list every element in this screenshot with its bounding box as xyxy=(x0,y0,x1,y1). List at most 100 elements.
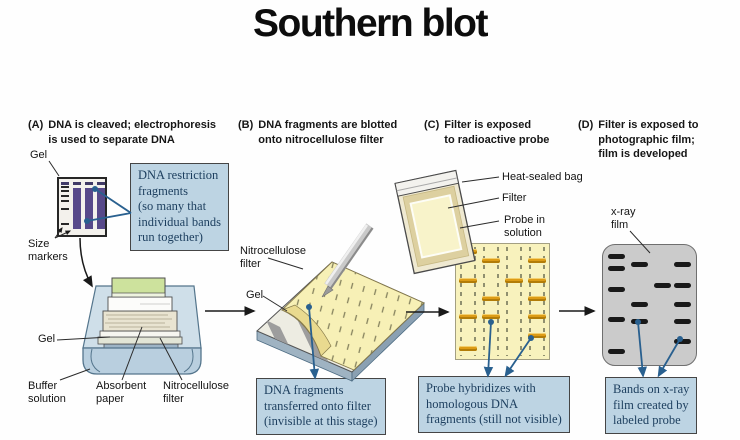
probe-band xyxy=(527,296,546,302)
size-marker-band xyxy=(61,194,69,197)
label-absorbent: Absorbent paper xyxy=(96,380,147,406)
filter-dash-texture xyxy=(282,262,424,370)
film-band xyxy=(674,318,692,324)
tray-curve-right xyxy=(183,348,194,373)
label-gel-b: Gel xyxy=(246,289,264,301)
gel-a-box xyxy=(57,177,107,237)
size-marker-band xyxy=(61,208,69,211)
gel-slab-top xyxy=(256,261,425,373)
probe-band xyxy=(527,314,546,320)
probe-band xyxy=(482,258,501,264)
size-marker-band xyxy=(61,186,69,189)
label-gel-a: Gel xyxy=(30,149,48,161)
c-filter xyxy=(455,243,550,360)
probe-band xyxy=(527,332,546,338)
label-gel-stack: Gel xyxy=(38,333,56,345)
label-nitro-a: Nitrocellulose filter xyxy=(163,380,230,406)
absorbent-paper-stack xyxy=(102,310,178,332)
film-band xyxy=(674,339,692,344)
buffer-tray-front xyxy=(82,347,202,375)
well-cap xyxy=(73,182,81,185)
probe-band xyxy=(527,258,546,264)
film-band xyxy=(654,282,672,288)
slab-side-left xyxy=(256,330,353,382)
label-filter-c: Filter xyxy=(502,192,527,204)
nitrocellulose-layer xyxy=(99,330,181,338)
gel-slab-layer xyxy=(97,336,183,345)
panel-d-heading: (D) Filter is exposed to photographic fi… xyxy=(578,118,699,162)
panel-c-heading-text: Filter is exposed to radioactive probe xyxy=(444,119,550,146)
film-band xyxy=(630,262,648,268)
panel-a-heading-text: DNA is cleaved; electrophoresis is used … xyxy=(48,119,216,146)
probe-band xyxy=(482,314,501,320)
weight-block xyxy=(111,277,166,298)
well-cap xyxy=(61,182,69,185)
slab-side-right xyxy=(351,302,425,382)
filter-curl xyxy=(281,304,332,357)
arrow-gel-to-apparatus xyxy=(79,237,93,288)
blotting-apparatus xyxy=(82,277,202,375)
panel-b-heading: (B) DNA fragments are blotted onto nitro… xyxy=(238,118,397,147)
support-platform xyxy=(103,343,179,355)
label-buffer: Buffer solution xyxy=(28,380,66,406)
size-marker-band xyxy=(61,190,69,193)
callout-bands-on-film: Bands on x-ray film created by labeled p… xyxy=(605,377,698,434)
film-band xyxy=(607,287,625,293)
probe-band xyxy=(459,314,478,320)
dna-smear-lane xyxy=(97,188,105,229)
tray-curve-left xyxy=(90,348,101,373)
film-band xyxy=(674,262,692,268)
callout-restriction-fragments: DNA restriction fragments (so many that … xyxy=(130,163,229,251)
probe-band xyxy=(527,277,546,283)
callout-probe-hybridizes: Probe hybridizes with homologous DNA fra… xyxy=(418,376,570,433)
film-band xyxy=(607,253,625,259)
label-probe-solution: Probe in solution xyxy=(504,214,545,240)
size-marker-band xyxy=(61,222,69,225)
d-film xyxy=(602,244,697,366)
lane-dashes xyxy=(528,247,531,356)
dna-smear-lane xyxy=(73,188,81,229)
film-band xyxy=(607,317,625,323)
lane-dashes xyxy=(483,247,486,356)
probe-band xyxy=(482,296,501,302)
lane-dashes xyxy=(542,247,545,356)
lane-dashes xyxy=(460,247,463,356)
film-band xyxy=(607,348,625,354)
label-xray-film: x-ray film xyxy=(611,206,636,232)
paper-pad xyxy=(107,296,173,312)
nitrocellulose-filter-sheet xyxy=(281,261,425,371)
film-band xyxy=(674,282,692,288)
label-size-markers: Size markers xyxy=(28,238,68,264)
panel-a-heading: (A) DNA is cleaved; electrophoresis is u… xyxy=(28,118,216,147)
probe-band xyxy=(504,277,523,283)
figure-title: Southern blot xyxy=(253,2,488,45)
panel-b-tag: (B) xyxy=(238,119,254,131)
well-cap xyxy=(85,182,93,185)
label-nitro-b: Nitrocellulose filter xyxy=(240,245,307,271)
panel-c-tag: (C) xyxy=(424,119,440,131)
film-band xyxy=(630,318,648,324)
callout-transferred-fragments: DNA fragments transferred onto filter (i… xyxy=(256,378,386,435)
panel-b-heading-text: DNA fragments are blotted onto nitrocell… xyxy=(258,119,398,146)
label-heat-sealed-bag: Heat-sealed bag xyxy=(502,171,583,183)
bag-seal xyxy=(394,170,459,197)
dna-smear-lane xyxy=(85,188,93,229)
lane-dashes xyxy=(497,247,500,356)
panel-a-tag: (A) xyxy=(28,119,44,131)
size-marker-band xyxy=(61,200,69,203)
lane-dashes xyxy=(474,247,477,356)
film-band xyxy=(630,301,648,307)
well-cap xyxy=(97,182,105,185)
lane-dashes xyxy=(519,247,522,356)
filter-in-bag xyxy=(409,194,463,259)
panel-d-heading-text: Filter is exposed to photographic film; … xyxy=(598,119,699,161)
probe-band xyxy=(459,345,478,351)
panel-c-heading: (C) Filter is exposed to radioactive pro… xyxy=(424,118,549,147)
probe-band xyxy=(459,248,478,254)
tweezers xyxy=(321,223,374,298)
lane-dashes xyxy=(505,247,508,356)
film-band xyxy=(674,301,692,307)
buffer-tray-interior xyxy=(82,285,202,349)
panel-d-tag: (D) xyxy=(578,119,594,131)
